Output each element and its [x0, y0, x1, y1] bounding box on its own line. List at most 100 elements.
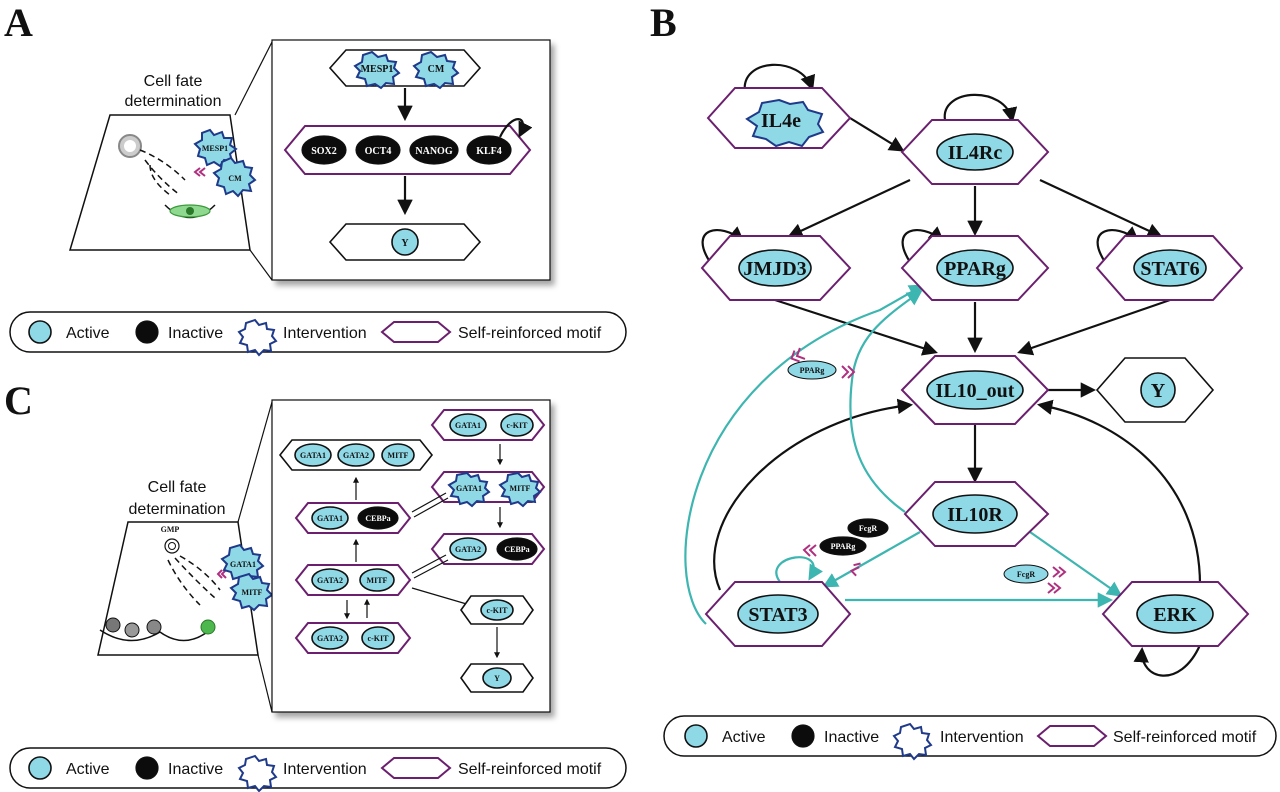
b-node-pparg: PPARg [900, 235, 1050, 301]
b-node-y: Y [1095, 357, 1215, 423]
svg-text:Intervention: Intervention [283, 761, 367, 778]
svg-text:KLF4: KLF4 [476, 146, 502, 157]
c-node-gata2-b: GATA2 [337, 443, 375, 467]
svg-text:Y: Y [494, 674, 500, 683]
legend-a-active-icon [28, 320, 52, 344]
c-node-gata2-e: GATA2 [311, 568, 349, 592]
a-int-label-1: MESP1 [202, 144, 228, 153]
c-node-mitf-e: MITF [359, 568, 395, 592]
svg-text:CEBPa: CEBPa [365, 514, 390, 523]
panel-c-letter: C [4, 378, 33, 423]
svg-text:Y: Y [401, 238, 409, 249]
svg-text:FcgR: FcgR [859, 524, 877, 533]
svg-text:Active: Active [66, 325, 110, 342]
svg-text:GMP: GMP [161, 525, 180, 534]
svg-text:c-KIT: c-KIT [368, 634, 390, 643]
a-node-mesp1: MESP1 [353, 50, 401, 90]
c-node-mitf-star: MITF [498, 471, 542, 508]
svg-text:Active: Active [66, 761, 110, 778]
b-node-stat3: STAT3 [704, 581, 852, 647]
b-label-fcgr-small: FcgR [1003, 564, 1049, 584]
svg-text:STAT6: STAT6 [1140, 258, 1199, 280]
svg-text:Cell fate: Cell fate [148, 479, 207, 496]
legend-a-intervention-icon [237, 318, 278, 357]
panel-b-network: PPARg FcgR PPARg FcgR IL4e IL4Rc JM [684, 63, 1250, 677]
c-node-ckit-f: c-KIT [480, 599, 514, 621]
b-node-il10r: IL10R [903, 481, 1050, 547]
svg-text:IL10R: IL10R [947, 504, 1003, 526]
panel-b-letter: B [650, 0, 677, 45]
svg-text:MITF: MITF [367, 576, 388, 585]
panel-a-cell-label-1: Cell fate [144, 73, 203, 90]
svg-text:Y: Y [1151, 380, 1166, 402]
svg-text:MESP1: MESP1 [361, 64, 394, 75]
svg-text:ERK: ERK [1153, 604, 1197, 626]
c-node-ckit-a: c-KIT [500, 413, 534, 437]
b-label-pparg-small: PPARg [787, 360, 837, 380]
svg-text:IL4e: IL4e [761, 110, 801, 132]
svg-text:Self-reinforced motif: Self-reinforced motif [1113, 729, 1257, 746]
c-node-gata2-g: GATA2 [311, 626, 349, 650]
a-node-sox2: SOX2 [301, 135, 347, 165]
panel-a-intervention-cm: CM [212, 156, 257, 198]
b-node-erk: ERK [1101, 581, 1250, 647]
svg-text:PPARg: PPARg [800, 366, 825, 375]
legend-a-inactive-icon [135, 320, 159, 344]
svg-text:Self-reinforced motif: Self-reinforced motif [458, 761, 602, 778]
svg-text:CEBPa: CEBPa [504, 545, 529, 554]
c-node-gata1-a: GATA1 [449, 413, 487, 437]
b-label-fcgr-black: FcgR [847, 518, 889, 538]
b-node-il4e: IL4e [706, 87, 852, 149]
svg-text:c-KIT: c-KIT [487, 606, 509, 615]
panel-a-cell-diagram: Cell fate determination MESP1 CM [68, 41, 273, 281]
svg-text:JMJD3: JMJD3 [743, 258, 806, 280]
svg-text:MITF: MITF [242, 588, 263, 597]
svg-text:PPARg: PPARg [831, 542, 856, 551]
c-node-y: Y [482, 667, 512, 689]
svg-text:Intervention: Intervention [940, 729, 1024, 746]
legend-a: Active Inactive Intervention Self-reinfo… [9, 311, 627, 357]
svg-text:IL10_out: IL10_out [936, 380, 1015, 402]
c-node-gata1-star: GATA1 [447, 471, 491, 508]
b-node-il10out: IL10_out [900, 355, 1050, 425]
svg-text:GATA2: GATA2 [455, 545, 481, 554]
c-node-ckit-g: c-KIT [361, 626, 395, 650]
panel-c-intervention-mitf: MITF [229, 572, 274, 612]
svg-text:c-KIT: c-KIT [507, 421, 529, 430]
c-node-gata2-d: GATA2 [449, 537, 487, 561]
svg-text:Inactive: Inactive [168, 325, 223, 342]
legend-c: Active Inactive Intervention Self-reinfo… [9, 747, 627, 792]
panel-c-network-box: GATA1 c-KIT GATA1 GATA2 MITF GATA1 [271, 399, 551, 713]
svg-text:STAT3: STAT3 [748, 604, 807, 626]
a-node-oct4: OCT4 [355, 135, 401, 165]
svg-text:Inactive: Inactive [824, 729, 879, 746]
legend-a-motif-icon [380, 321, 452, 343]
svg-text:MITF: MITF [388, 451, 409, 460]
c-node-gata1-b: GATA1 [294, 443, 332, 467]
svg-text:PPARg: PPARg [944, 258, 1006, 280]
svg-text:NANOG: NANOG [415, 146, 452, 157]
svg-text:MITF: MITF [510, 484, 531, 493]
a-node-nanog: NANOG [409, 135, 459, 165]
svg-text:GATA1: GATA1 [230, 560, 256, 569]
panel-a-letter: A [4, 0, 33, 45]
panel-a-network-box: MESP1 CM SOX2 OCT4 NANOG KLF4 Y [271, 39, 551, 281]
svg-text:GATA2: GATA2 [343, 451, 369, 460]
svg-text:GATA1: GATA1 [317, 514, 343, 523]
b-label-pparg-black: PPARg [819, 536, 867, 556]
svg-text:Active: Active [722, 729, 766, 746]
c-node-cebpa-c: CEBPa [357, 506, 399, 530]
svg-text:FcgR: FcgR [1017, 570, 1035, 579]
svg-text:GATA2: GATA2 [317, 634, 343, 643]
svg-text:CM: CM [428, 64, 445, 75]
svg-text:Self-reinforced motif: Self-reinforced motif [458, 325, 602, 342]
svg-text:GATA1: GATA1 [300, 451, 326, 460]
c-node-mitf-b: MITF [381, 443, 415, 467]
svg-text:GATA1: GATA1 [455, 421, 481, 430]
b-node-stat6: STAT6 [1095, 235, 1244, 301]
svg-text:OCT4: OCT4 [365, 146, 392, 157]
b-node-jmjd3: JMJD3 [700, 235, 852, 301]
c-node-gata1-c: GATA1 [311, 506, 349, 530]
svg-text:Intervention: Intervention [283, 325, 367, 342]
